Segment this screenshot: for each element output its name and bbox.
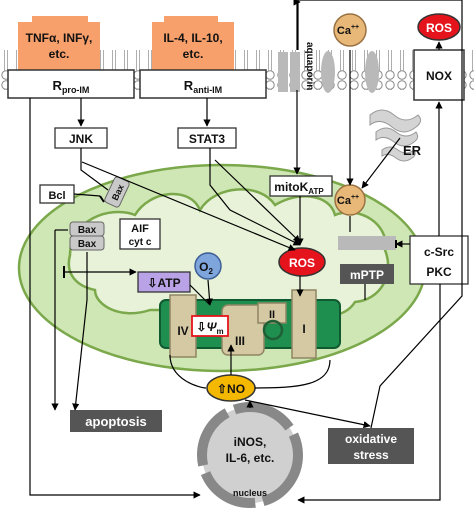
aif-cytc-box: AIF cyt c <box>119 218 161 250</box>
svg-text:⇧NO: ⇧NO <box>217 382 245 396</box>
nucleus: iNOS, IL-6, etc. nucleus <box>197 402 303 508</box>
stat3-box: STAT3 <box>177 127 237 149</box>
svg-text:Rpro-IM: Rpro-IM <box>53 78 90 95</box>
anti-inflammatory-cytokines: IL-4, IL-10, etc. <box>152 16 234 70</box>
complex-iv <box>169 294 197 358</box>
o2-sub: 2 <box>208 267 213 276</box>
atp-box: ⇩ATP <box>137 271 191 293</box>
etc-complexes: IV III II I <box>169 289 317 359</box>
mito-channel <box>338 236 396 250</box>
bax-dimer-label-2: Bax <box>78 239 97 250</box>
svg-text:⇩ATP: ⇩ATP <box>147 276 180 290</box>
svg-text:Ca++: Ca++ <box>337 24 359 37</box>
stat3-label: STAT3 <box>189 132 226 146</box>
svg-text:⇩Ψm: ⇩Ψm <box>196 320 223 336</box>
jnk-box: JNK <box>54 127 108 149</box>
apoptosis-box: apoptosis <box>70 410 162 432</box>
receptor-pro-main: R <box>53 78 63 93</box>
mitok-atp-box: mitoKATP <box>269 175 333 197</box>
cytokines-anti-line2: etc. <box>183 47 204 61</box>
bax-dimer-label-1: Bax <box>78 225 97 236</box>
psi-sub: m <box>216 327 223 336</box>
ros-mito-badge: ROS <box>278 247 326 277</box>
jnk-label: JNK <box>69 132 93 146</box>
receptor-anti-im: Ranti-IM <box>139 69 267 99</box>
receptor-anti-sub: anti-IM <box>193 85 222 95</box>
ros-top-badge: ROS <box>417 13 461 41</box>
cytokines-pro-line2: etc. <box>49 47 70 61</box>
pro-inflammatory-cytokines: TNFα, INFγ, etc. <box>18 16 100 70</box>
svg-text:Ca++: Ca++ <box>337 194 359 207</box>
complex-i <box>291 289 317 359</box>
pkc-label: PKC <box>426 265 452 279</box>
complex-iii-label: III <box>235 334 245 348</box>
oxidative-line2: stress <box>353 448 389 462</box>
nox-box: NOX <box>413 49 465 101</box>
svg-text:mitoKATP: mitoKATP <box>274 180 324 196</box>
svg-text:Ranti-IM: Ranti-IM <box>184 78 222 95</box>
aquaporin-label: aquaporin <box>304 42 315 90</box>
atp-label: ATP <box>157 276 180 290</box>
complex-iv-label: IV <box>177 324 188 338</box>
ros-mito-label: ROS <box>289 256 315 270</box>
receptor-pro-im: Rpro-IM <box>7 69 135 99</box>
oxygen-molecule: O2 <box>194 252 222 280</box>
o2-main: O <box>199 260 208 274</box>
nox-label: NOX <box>426 69 452 83</box>
bcl-label: Bcl <box>48 190 65 202</box>
no-label: NO <box>227 382 245 396</box>
ca-charge-mito: ++ <box>351 194 359 201</box>
calcium-ion-top: Ca++ <box>333 13 367 47</box>
oxidative-line1: oxidative <box>345 432 397 446</box>
ros-top-label: ROS <box>426 21 452 35</box>
connectors <box>29 0 463 504</box>
mptp-label: mPTP <box>350 268 384 282</box>
apoptosis-label: apoptosis <box>85 414 146 429</box>
ca-charge-top: ++ <box>351 24 359 31</box>
aif-label: AIF <box>131 223 149 235</box>
membrane-potential-box: ⇩Ψm <box>191 315 229 337</box>
psi-arrow: ⇩ <box>196 320 206 334</box>
cytc-label: cyt c <box>129 237 152 248</box>
mptp-box: mPTP <box>340 264 394 284</box>
complex-i-label: I <box>302 322 305 336</box>
psi-symbol: Ψ <box>206 320 217 334</box>
calcium-channel <box>321 51 379 93</box>
csrc-label: c-Src <box>424 245 454 259</box>
aquaporin-channel: aquaporin <box>278 42 315 92</box>
nucleus-label: nucleus <box>233 488 267 498</box>
bax-dimer: Bax Bax <box>69 221 105 251</box>
ca-label-mito: Ca <box>337 195 352 207</box>
no-badge: ⇧NO <box>206 374 256 402</box>
cytochrome-c-ring <box>262 319 284 341</box>
mitok-sub: ATP <box>308 187 324 196</box>
cytokines-pro-line1: TNFα, INFγ, <box>26 31 93 45</box>
csrc-pkc-box: c-Src PKC <box>409 235 469 285</box>
receptor-anti-main: R <box>184 78 194 93</box>
er-label: ER <box>403 143 422 158</box>
receptor-pro-sub: pro-IM <box>62 85 90 95</box>
mitok-main: mitoK <box>274 180 308 194</box>
calcium-ion-mito: Ca++ <box>334 184 366 216</box>
oxidative-stress-box: oxidative stress <box>328 428 414 464</box>
bcl-box: Bcl <box>39 184 75 204</box>
nucleus-text-line1: iNOS, <box>234 435 267 449</box>
complex-ii <box>257 302 287 324</box>
complex-ii-label: II <box>269 309 275 321</box>
svg-text:O2: O2 <box>199 260 213 276</box>
ca-label-top: Ca <box>337 25 352 37</box>
atp-arrow: ⇩ <box>147 276 157 290</box>
endoplasmic-reticulum: ER <box>369 109 422 162</box>
cytokines-anti-line1: IL-4, IL-10, <box>163 31 222 45</box>
nucleus-text-line2: IL-6, etc. <box>226 451 275 465</box>
no-arrow: ⇧ <box>217 382 227 396</box>
